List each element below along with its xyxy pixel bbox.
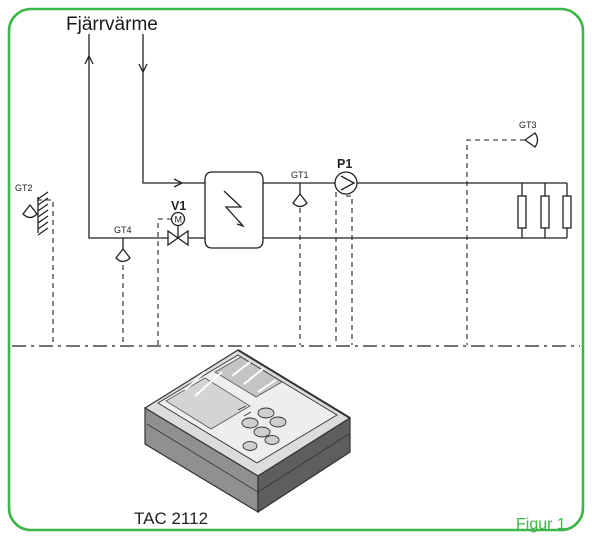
heat-exchanger-element bbox=[223, 190, 244, 227]
heat-exchanger bbox=[204, 171, 264, 249]
wire-v1 bbox=[157, 218, 172, 345]
supply-pipe bbox=[142, 34, 205, 184]
heat-exchanger-arrow bbox=[236, 220, 245, 228]
sensor-gt2 bbox=[22, 203, 38, 219]
wire-p1-b bbox=[346, 195, 353, 345]
supply-arrow-down bbox=[138, 63, 148, 74]
label-gt3: GT3 bbox=[519, 120, 537, 130]
title-text: Fjärrvärme bbox=[66, 14, 158, 35]
figure-frame bbox=[7, 7, 585, 532]
supply-arrow-right bbox=[173, 178, 184, 188]
radiator-2 bbox=[540, 195, 550, 229]
outdoor-wall-hatch bbox=[37, 191, 49, 236]
valve-v1 bbox=[167, 229, 189, 247]
figure-label: Figur 1 bbox=[516, 516, 566, 533]
return-arrow-up bbox=[84, 54, 94, 65]
label-p1: P1 bbox=[337, 157, 352, 171]
sensor-gt4 bbox=[115, 247, 131, 263]
sensor-gt3 bbox=[523, 132, 539, 148]
label-v1: V1 bbox=[171, 199, 186, 213]
pump-p1 bbox=[334, 171, 358, 195]
radiator-3 bbox=[562, 195, 572, 229]
controller-label: TAC 2112 bbox=[134, 509, 208, 528]
sensor-gt1 bbox=[292, 192, 308, 208]
radiator-lines bbox=[521, 183, 568, 238]
label-gt2: GT2 bbox=[15, 183, 33, 193]
return-pipe bbox=[88, 34, 168, 239]
label-gt1: GT1 bbox=[291, 170, 309, 180]
pump-symbol bbox=[340, 175, 356, 191]
label-motor: M bbox=[175, 215, 183, 225]
wire-gt2 bbox=[37, 199, 54, 345]
radiator-1 bbox=[517, 195, 527, 229]
label-gt4: GT4 bbox=[114, 225, 132, 235]
controller-tac2112 bbox=[143, 349, 352, 514]
wire-gt3 bbox=[466, 139, 525, 345]
